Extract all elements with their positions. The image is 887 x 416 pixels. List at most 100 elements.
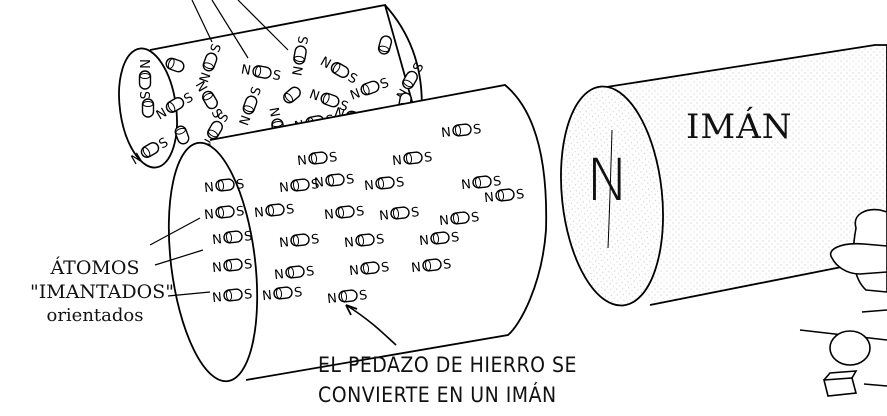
- atom-south-label: S: [470, 210, 480, 226]
- pointer-lines-top: [191, 0, 289, 59]
- atom-south-label: S: [310, 177, 320, 193]
- atom-north-label: N: [273, 267, 284, 283]
- magnet-cylinder: [560, 44, 887, 307]
- atom-magnet: [283, 86, 301, 104]
- atoms-label-line3: orientados: [46, 305, 144, 326]
- atom-north-label: N: [418, 233, 429, 249]
- atom-magnet: NS: [307, 87, 350, 115]
- atom-north-label: N: [253, 205, 264, 221]
- atom-south-label: S: [442, 257, 452, 273]
- atom-south-label: S: [235, 204, 245, 220]
- pointer-lines-left: [149, 217, 211, 297]
- atom-south-label: S: [492, 174, 502, 190]
- caption-line2: CONVIERTE EN UN IMÁN: [318, 383, 557, 407]
- atom-magnet: [165, 57, 185, 73]
- atoms-label: ÁTOMOS "IMANTADOS" orientados: [30, 256, 174, 328]
- atom-magnet: [377, 35, 393, 55]
- atom-north-label: N: [378, 208, 389, 224]
- atom-north-label: N: [348, 263, 359, 279]
- atom-north-label: N: [343, 235, 354, 251]
- atom-south-label: S: [243, 287, 253, 303]
- atom-north-label: N: [211, 260, 222, 276]
- magnet-pole-letter: N: [586, 146, 630, 214]
- partial-figure: [799, 208, 887, 397]
- atom-north-label: N: [136, 59, 151, 69]
- atom-north-label: N: [265, 106, 281, 118]
- atom-south-label: S: [310, 232, 320, 248]
- atom-south-label: S: [515, 187, 525, 203]
- atom-north-label: N: [348, 86, 362, 103]
- atom-south-label: S: [285, 202, 295, 218]
- atom-south-label: S: [296, 35, 312, 46]
- atom-south-label: S: [243, 229, 253, 245]
- atom-south-label: S: [136, 91, 151, 99]
- atom-magnet: NS: [290, 35, 312, 77]
- atom-north-label: N: [237, 114, 254, 128]
- atom-north-label: N: [363, 178, 374, 194]
- atom-magnet: NS: [317, 54, 359, 87]
- atom-south-label: S: [380, 260, 390, 276]
- atom-north-label: N: [211, 290, 222, 306]
- atom-south-label: S: [375, 232, 385, 248]
- caption: EL PEDAZO DE HIERRO SE CONVIERTE EN UN I…: [318, 353, 618, 407]
- atom-south-label: S: [395, 175, 405, 191]
- atom-north-label: N: [440, 125, 451, 141]
- atom-north-label: N: [313, 175, 324, 191]
- atom-south-label: S: [378, 76, 391, 93]
- atom-north-label: N: [197, 71, 214, 85]
- caption-arrow: [345, 304, 397, 346]
- caption-line1: EL PEDAZO DE HIERRO SE: [318, 353, 577, 377]
- atoms-label-line2: "IMANTADOS": [30, 281, 174, 303]
- atom-south-label: S: [243, 257, 253, 273]
- atom-north-label: N: [483, 190, 494, 206]
- atom-north-label: N: [290, 65, 306, 77]
- atom-south-label: S: [410, 205, 420, 221]
- atom-magnet: NS: [197, 42, 225, 85]
- atom-north-label: N: [317, 54, 333, 72]
- atom-north-label: N: [203, 180, 214, 196]
- atom-north-label: N: [307, 87, 321, 104]
- atom-south-label: S: [305, 264, 315, 280]
- atom-north-label: N: [460, 177, 471, 193]
- atom-north-label: N: [261, 288, 272, 304]
- atom-magnet: NS: [136, 59, 152, 99]
- atom-magnet: NS: [237, 85, 265, 128]
- atom-north-label: N: [203, 207, 214, 223]
- atom-north-label: N: [410, 260, 421, 276]
- atom-south-label: S: [328, 150, 338, 166]
- atom-north-label: N: [296, 153, 307, 169]
- atom-north-label: N: [391, 153, 402, 169]
- atoms-label-line1: ÁTOMOS: [50, 257, 140, 279]
- atom-south-label: S: [271, 68, 282, 84]
- atom-south-label: S: [450, 230, 460, 246]
- atom-magnet: [174, 125, 190, 145]
- atom-north-label: N: [211, 232, 222, 248]
- atom-south-label: S: [472, 122, 482, 138]
- atom-south-label: S: [358, 288, 368, 304]
- atom-north-label: N: [438, 213, 449, 229]
